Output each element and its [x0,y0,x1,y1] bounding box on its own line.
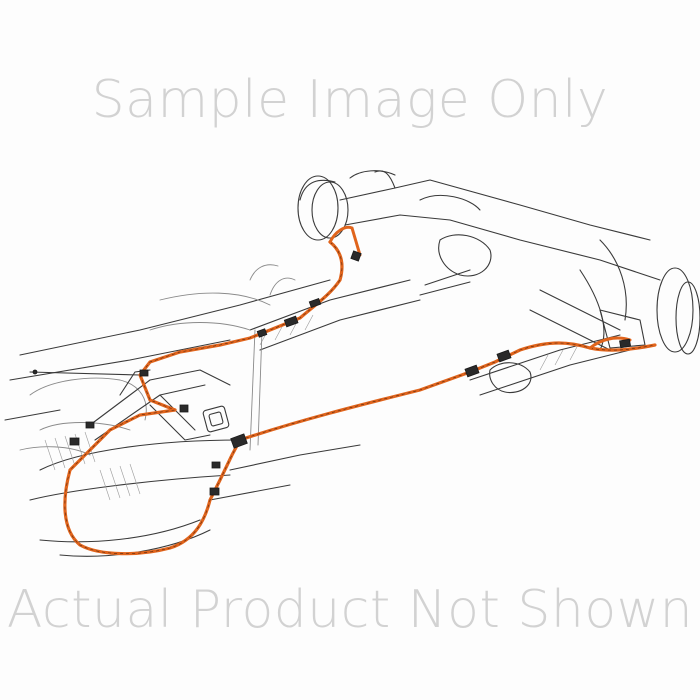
clip-9 [496,349,512,363]
clip-5 [209,487,220,496]
watermark-top: Sample Image Only [91,70,609,130]
brake-line-rear [238,341,657,442]
clip-11 [179,404,189,413]
rear-left-wheel [297,175,339,241]
junction-block [230,433,248,449]
clip-4 [211,461,221,469]
watermark-bottom: Actual Product Not Shown [6,580,694,640]
clip-7 [85,421,95,429]
fitting-rear-right [619,338,632,349]
brake-line-loop [63,408,242,556]
line-fittings [69,250,632,496]
brake-lines [63,225,657,556]
rear-right-wheel [656,267,694,353]
fitting-rear-axle [350,250,362,262]
clip-10 [139,369,149,377]
chassis-line-art [4,170,700,557]
differential [438,234,492,277]
brake-line-rear-wheel [328,225,362,257]
clip-6 [69,437,80,446]
brake-line-front [138,240,344,412]
clip-3 [256,328,268,338]
clip-2 [283,315,299,328]
clip-8 [464,364,480,378]
clip-1 [308,297,322,309]
